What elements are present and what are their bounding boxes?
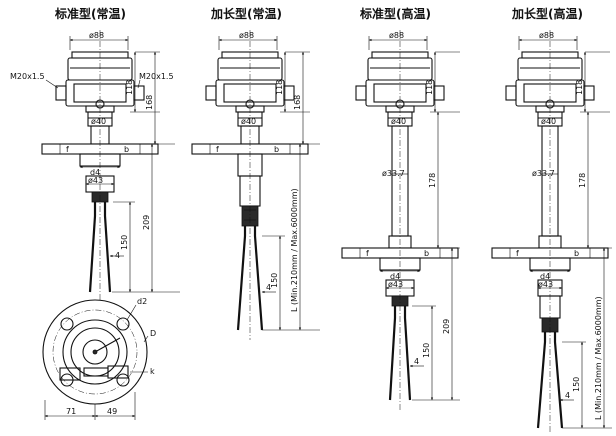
dim-prong-4: 4 <box>414 357 419 366</box>
dim-d40: ø40 <box>391 117 406 126</box>
dim-209: 209 <box>142 215 151 230</box>
label-flange-b: b <box>424 249 429 258</box>
view-standard-high: ø88 ø40 ø33.7 f b d4 ø43 <box>341 30 460 410</box>
dim-d43: ø43 <box>388 280 403 289</box>
label-flange-f: f <box>66 145 69 154</box>
label-d2: d2 <box>137 297 147 306</box>
dim-178: 178 <box>428 173 437 188</box>
title-extended-high: 加长型(高温) <box>511 6 583 21</box>
label-k: k <box>150 367 155 376</box>
dim-118: 118 <box>575 80 584 95</box>
dim-width-88: ø88 <box>389 31 404 40</box>
title-standard-high: 标准型(高温) <box>359 6 431 21</box>
view-standard-normal: ø88 M20x1.5 M20x1.5 ø40 f b d4 ø43 <box>10 30 180 300</box>
label-flange-b: b <box>574 249 579 258</box>
title-standard-normal: 标准型(常温) <box>54 6 126 21</box>
title-extended-normal: 加长型(常温) <box>210 6 282 21</box>
label-flange-f: f <box>516 249 519 258</box>
dim-prong-4: 4 <box>565 391 570 400</box>
dim-118: 118 <box>425 80 434 95</box>
dim-71: 71 <box>66 407 76 416</box>
dim-150: 150 <box>422 343 431 358</box>
dim-prong-4: 4 <box>266 283 271 292</box>
label-flange-b: b <box>274 145 279 154</box>
dim-118: 118 <box>275 80 284 95</box>
label-flange-b: b <box>124 145 129 154</box>
label-m20-left: M20x1.5 <box>10 72 45 81</box>
dim-118: 118 <box>125 80 134 95</box>
dim-d4: d4 <box>540 272 550 281</box>
dim-168: 168 <box>145 95 154 110</box>
label-m20-right: M20x1.5 <box>139 72 174 81</box>
label-flange-f: f <box>366 249 369 258</box>
dim-d4: d4 <box>90 168 100 177</box>
dim-width-88: ø88 <box>239 31 254 40</box>
dim-178: 178 <box>578 173 587 188</box>
label-D: D <box>150 329 156 338</box>
dim-width-88: ø88 <box>539 31 554 40</box>
dim-d4: d4 <box>390 272 400 281</box>
dim-d40: ø40 <box>241 117 256 126</box>
view-extended-high: ø88 ø40 ø33.7 f b d4 ø43 <box>491 30 612 432</box>
view-extended-normal: ø88 ø40 f b 118 168 <box>191 30 320 340</box>
dim-width-88: ø88 <box>89 31 104 40</box>
dim-168: 168 <box>293 95 302 110</box>
dim-49: 49 <box>107 407 117 416</box>
dim-150: 150 <box>270 273 279 288</box>
dim-prong-4: 4 <box>115 251 120 260</box>
dim-209: 209 <box>442 319 451 334</box>
dim-length-L: L (Min.210mm / Max.6000mm) <box>594 296 603 420</box>
dim-d337: ø33.7 <box>532 169 555 178</box>
plan-view: d2 D k 71 49 <box>42 297 156 420</box>
label-flange-f: f <box>216 145 219 154</box>
dim-d337: ø33.7 <box>382 169 405 178</box>
dim-150: 150 <box>572 377 581 392</box>
dim-d43: ø43 <box>88 176 103 185</box>
dim-d43: ø43 <box>538 280 553 289</box>
dim-150: 150 <box>120 235 129 250</box>
dim-length-L: L (Min.210mm / Max.6000mm) <box>290 188 299 312</box>
dim-d40: ø40 <box>91 117 106 126</box>
dim-d40: ø40 <box>541 117 556 126</box>
